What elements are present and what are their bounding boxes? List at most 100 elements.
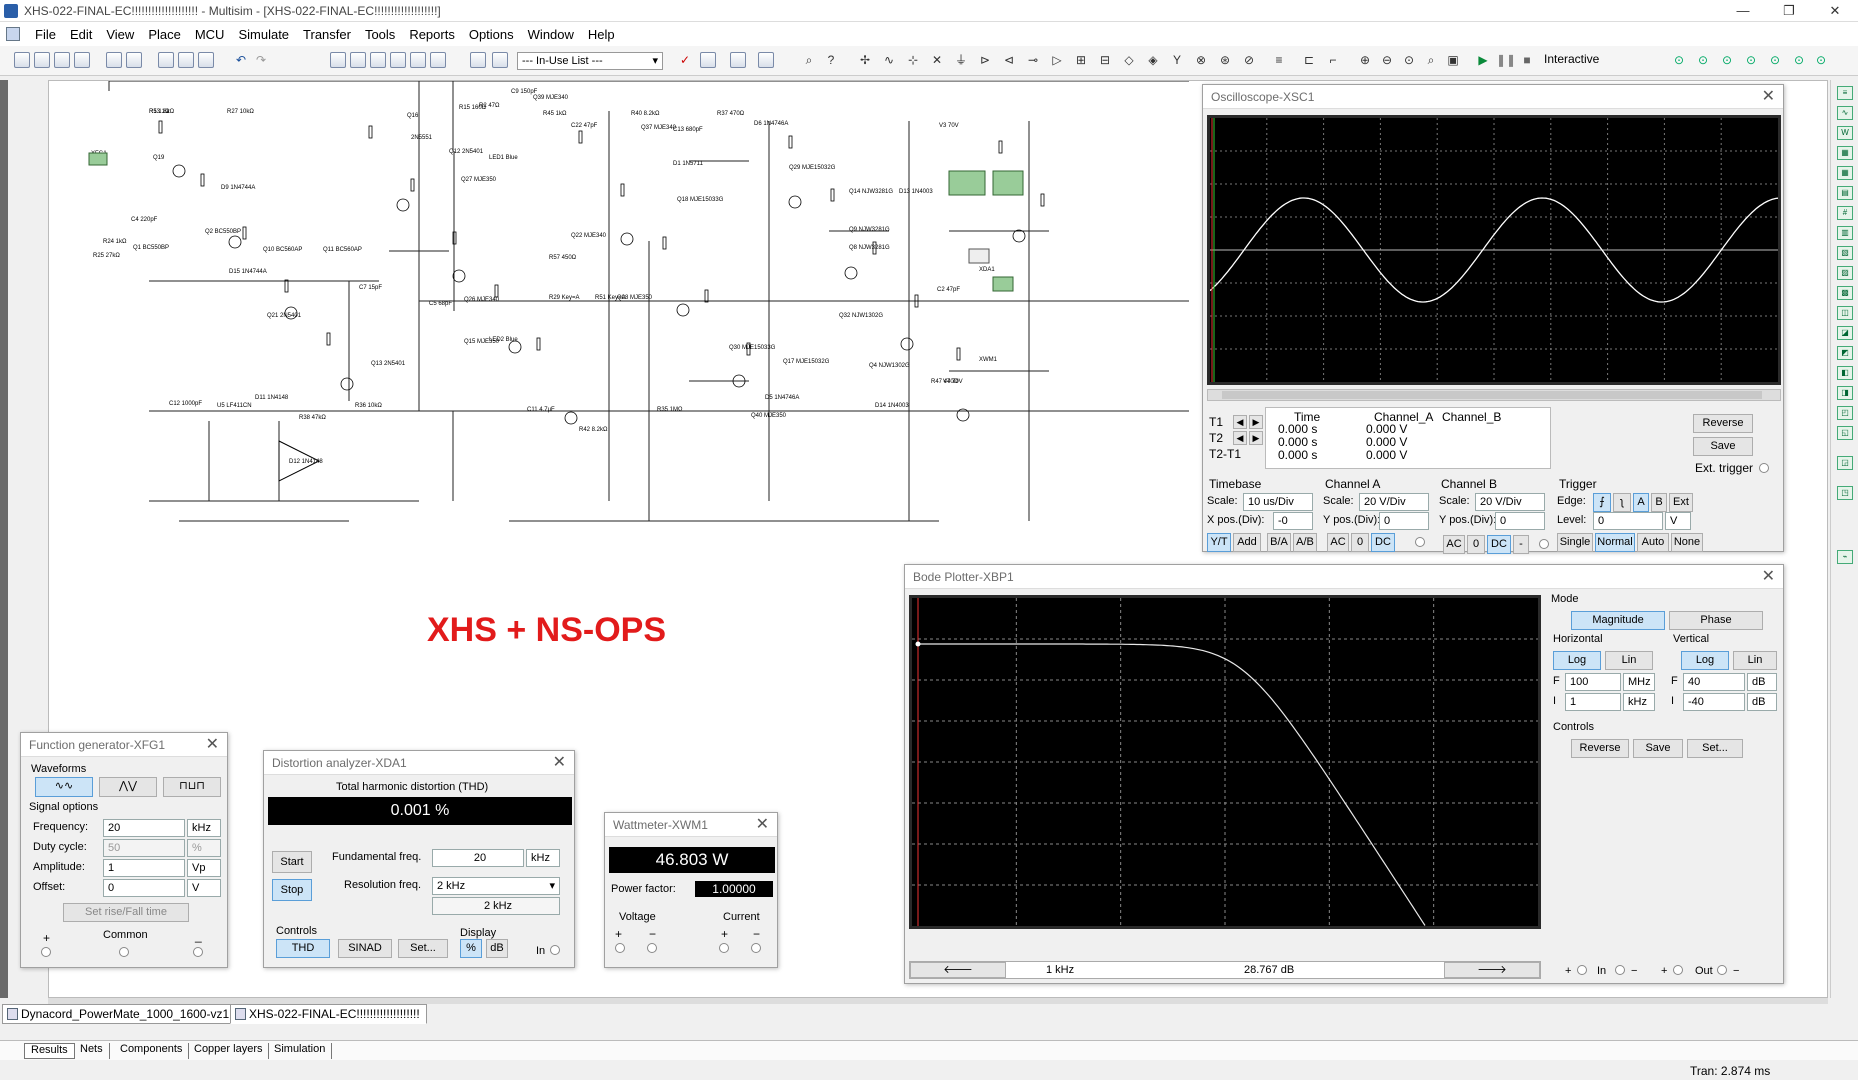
in-plus-terminal[interactable] [1577, 965, 1587, 975]
trigger-b-button[interactable]: B [1651, 493, 1667, 512]
close-button[interactable]: ✕ [1829, 3, 1841, 18]
chb-scale-input[interactable]: 20 V/Div [1475, 493, 1545, 511]
tab-results[interactable]: Results [24, 1043, 75, 1059]
instrument-bode-icon[interactable]: ⊙ [1769, 53, 1781, 67]
network-analyzer-icon[interactable]: ◩ [1837, 346, 1853, 360]
frequency-input[interactable]: 20 [103, 819, 185, 837]
place-diode-icon[interactable]: ⊲ [1003, 53, 1015, 67]
close-icon[interactable]: ✕ [205, 736, 219, 753]
trigger-ext-button[interactable]: Ext [1669, 493, 1693, 512]
t1-right-arrow[interactable]: ▶ [1249, 415, 1263, 429]
place-source-icon[interactable]: ⏚ [954, 53, 967, 67]
osc-reverse-button[interactable]: Reverse [1693, 414, 1753, 433]
phase-button[interactable]: Phase [1669, 611, 1763, 630]
duty-cycle-unit[interactable]: % [187, 839, 221, 857]
subcircuit-icon[interactable] [492, 52, 508, 68]
tab-nets[interactable]: Nets [74, 1043, 110, 1059]
cha-dc-button[interactable]: DC [1371, 533, 1395, 552]
menu-place[interactable]: Place [148, 26, 181, 42]
print-icon[interactable] [106, 52, 122, 68]
forward-annotate-icon[interactable] [730, 52, 746, 68]
frequency-unit[interactable]: kHz [187, 819, 221, 837]
amplitude-unit[interactable]: Vp [187, 859, 221, 877]
instrument-scope-icon[interactable]: ⊙ [1745, 53, 1757, 67]
grapher-icon[interactable] [390, 52, 406, 68]
tab-simulation[interactable]: Simulation [268, 1043, 333, 1059]
multimeter-icon[interactable]: ≡ [1837, 86, 1853, 100]
out-plus-terminal[interactable] [1673, 965, 1683, 975]
horiz-initial-input[interactable]: 1 [1565, 693, 1621, 711]
trigger-level-input[interactable]: 0 [1593, 512, 1663, 530]
v-minus-terminal[interactable] [647, 943, 657, 953]
place-mcu-icon[interactable]: ⊘ [1243, 53, 1255, 67]
t2-right-arrow[interactable]: ▶ [1249, 431, 1263, 445]
doc-tab-xhs[interactable]: XHS-022-FINAL-EC!!!!!!!!!!!!!!!!!!! [230, 1004, 427, 1024]
wm-title-bar[interactable]: Wattmeter-XWM1✕ [605, 813, 777, 837]
instrument-iv-icon[interactable]: ⊙ [1793, 53, 1805, 67]
fg-plus-terminal[interactable] [41, 947, 51, 957]
minimize-button[interactable]: — [1736, 3, 1750, 18]
function-generator-icon[interactable]: ∿ [1837, 106, 1853, 120]
tab-copper-layers[interactable]: Copper layers [188, 1043, 270, 1059]
duty-cycle-input[interactable]: 50 [103, 839, 185, 857]
toggle-design-toolbox-icon[interactable] [330, 52, 346, 68]
redo-icon[interactable]: ↷ [255, 53, 267, 67]
stop-button[interactable]: Stop [272, 879, 312, 901]
i-minus-terminal[interactable] [751, 943, 761, 953]
horiz-log-button[interactable]: Log [1553, 651, 1601, 670]
sinad-button[interactable]: SINAD [338, 939, 392, 958]
place-misc-icon[interactable]: ◇ [1124, 53, 1134, 67]
vert-initial-input[interactable]: -40 [1683, 693, 1745, 711]
agilent-multimeter-icon[interactable]: ◨ [1837, 386, 1853, 400]
in-minus-terminal[interactable] [1615, 965, 1625, 975]
place-transistor-icon[interactable]: ⊸ [1027, 53, 1039, 67]
fund-freq-input[interactable]: 20 [432, 849, 524, 867]
cha-scale-input[interactable]: 20 V/Div [1359, 493, 1429, 511]
bode-plotter-icon[interactable]: ▤ [1837, 186, 1853, 200]
display-db-button[interactable]: dB [486, 939, 508, 958]
place-power-icon[interactable]: Y [1172, 53, 1181, 67]
timebase-scale-input[interactable]: 10 us/Div [1243, 493, 1313, 511]
close-icon[interactable]: ✕ [755, 816, 769, 833]
in-use-list-select[interactable]: --- In-Use List ---▾ [517, 52, 663, 70]
set-rise-fall-button[interactable]: Set rise/Fall time [63, 903, 189, 922]
horiz-initial-unit[interactable]: kHz [1623, 693, 1655, 711]
horiz-final-unit[interactable]: MHz [1623, 673, 1655, 691]
print-preview-icon[interactable] [126, 52, 142, 68]
doc-tab-dynacord[interactable]: Dynacord_PowerMate_1000_1600-vz1 [2, 1004, 237, 1024]
chb-ac-button[interactable]: AC [1443, 535, 1465, 554]
menu-reports[interactable]: Reports [409, 26, 455, 42]
place-wire-icon[interactable]: ∿ [883, 53, 895, 67]
agilent-scope-icon[interactable]: ◰ [1837, 406, 1853, 420]
place-basic-icon[interactable]: ⊳ [979, 53, 991, 67]
osc-save-button[interactable]: Save [1693, 437, 1753, 456]
da-in-terminal[interactable] [550, 945, 560, 955]
instrument-multimeter-icon[interactable]: ⊙ [1673, 53, 1685, 67]
cha-terminal[interactable] [1415, 537, 1425, 547]
find-icon[interactable]: ⌕ [805, 53, 813, 67]
menu-view[interactable]: View [106, 26, 135, 42]
chb-0-button[interactable]: 0 [1467, 535, 1485, 554]
bode-save-button[interactable]: Save [1633, 739, 1683, 758]
trigger-a-button[interactable]: A [1633, 493, 1649, 512]
undo-icon[interactable]: ↶ [235, 53, 247, 67]
menu-window[interactable]: Window [527, 26, 574, 42]
t1-left-arrow[interactable]: ◀ [1233, 415, 1247, 429]
scope-scrollbar[interactable] [1207, 389, 1781, 401]
chb-minus-button[interactable]: - [1513, 535, 1529, 554]
ext-trigger-terminal[interactable] [1759, 463, 1769, 473]
sine-wave-button[interactable]: ∿∿ [35, 777, 93, 797]
spreadsheet-icon[interactable] [350, 52, 366, 68]
mode-add-button[interactable]: Add [1233, 533, 1261, 552]
tab-components[interactable]: Components [114, 1043, 190, 1059]
wattmeter-icon[interactable]: W [1837, 126, 1853, 140]
place-ttl-icon[interactable]: ⊞ [1075, 53, 1087, 67]
distortion-analyzer-icon[interactable]: ◫ [1837, 306, 1853, 320]
interactive-mode-label[interactable]: Interactive [1544, 52, 1600, 66]
new-icon[interactable] [14, 52, 30, 68]
back-annotate-icon[interactable] [700, 52, 716, 68]
place-bus-2-icon[interactable]: ≡ [1275, 53, 1283, 67]
menu-options[interactable]: Options [468, 26, 514, 42]
vert-final-unit[interactable]: dB [1747, 673, 1777, 691]
xpos-input[interactable]: -0 [1273, 512, 1313, 530]
